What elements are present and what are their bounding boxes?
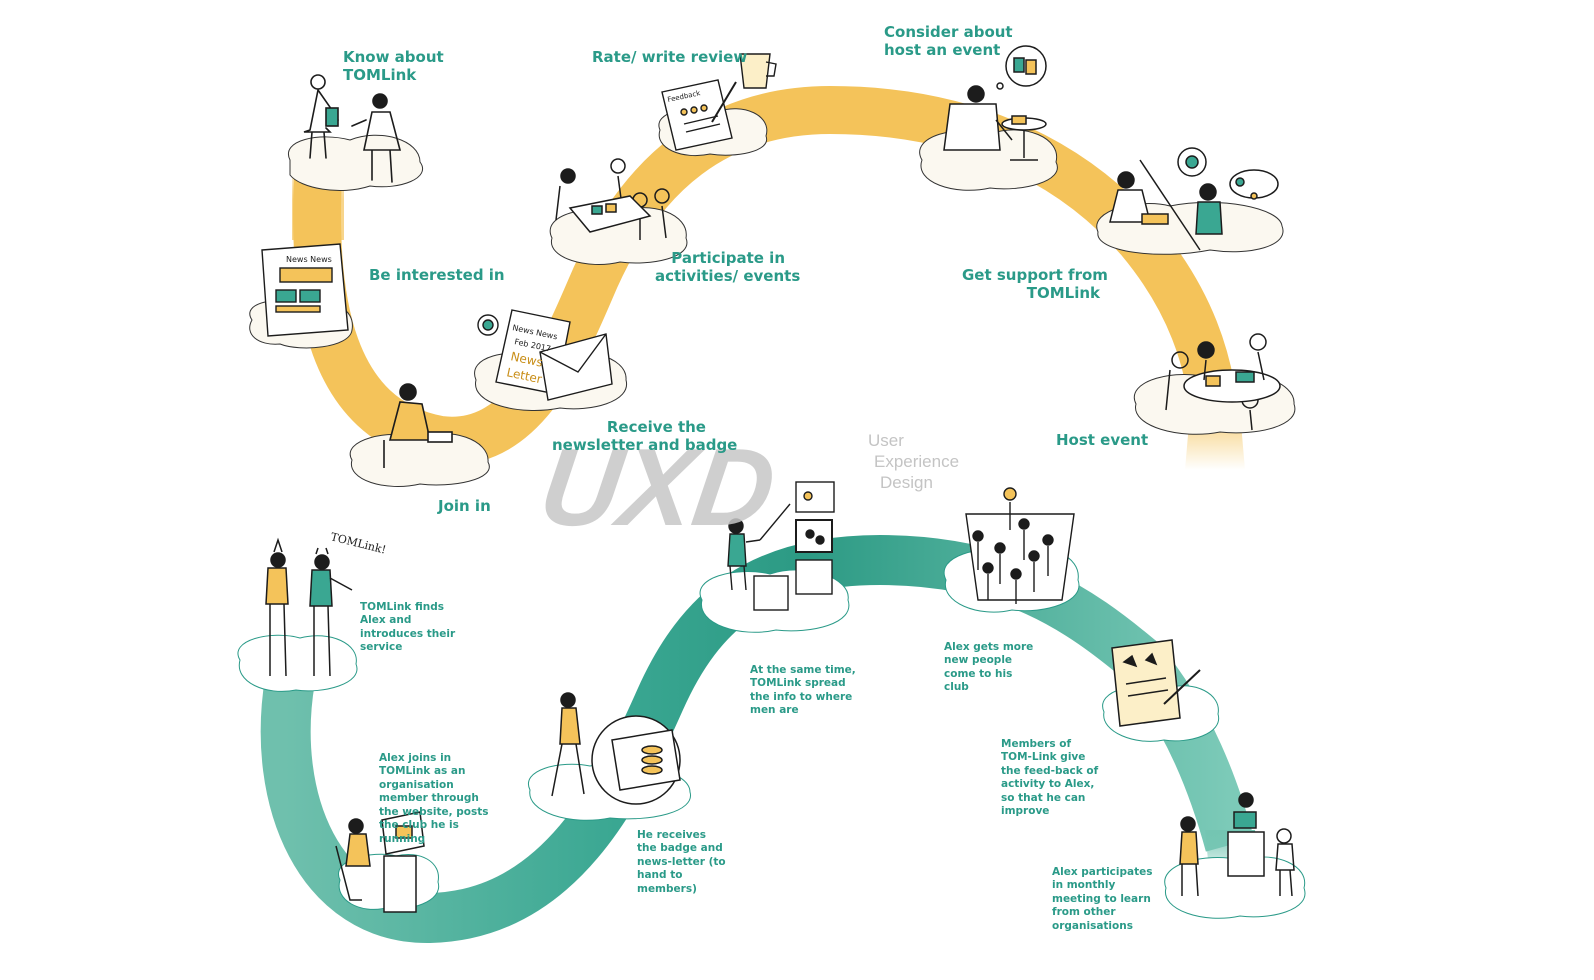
- sketch-feedback-card: [1111, 639, 1201, 727]
- step-label-consider: Consider about host an event: [884, 23, 1013, 59]
- sketch-text-news-header: News News: [286, 255, 332, 264]
- sketch-rate-feedback: Feedback: [661, 53, 777, 151]
- yellow-journey-path: [292, 85, 1245, 470]
- sketch-text-news-title1: News: [509, 349, 544, 369]
- step-label-interested: Be interested in: [369, 266, 505, 284]
- step-label-support: Get support from TOMLink: [962, 266, 1108, 302]
- watermark-line-1: User: [868, 431, 904, 450]
- sketch-spread-info: [727, 481, 835, 611]
- cloud-join: [349, 433, 490, 487]
- sketch-participate-group: [555, 158, 670, 240]
- sketch-join-person: [383, 383, 453, 468]
- sketch-host-meeting: [1165, 333, 1281, 431]
- step-label-spread: At the same time, TOMLink spread the inf…: [750, 664, 856, 717]
- step-label-badge: He receives the badge and news-letter (t…: [637, 829, 726, 895]
- sketch-monthly-meeting: [1179, 792, 1295, 897]
- sketch-finds-alex: TOMLink!: [265, 530, 387, 677]
- watermark-line-2: Experience: [874, 452, 960, 471]
- step-label-meeting: Alex participates in monthly meeting to …: [1052, 866, 1153, 932]
- sketch-more-people: [965, 487, 1075, 604]
- watermark-logo: UXD: [533, 426, 782, 548]
- step-label-know: Know about TOMLink: [343, 48, 444, 84]
- sketch-know-people: [303, 74, 402, 183]
- step-label-feedback: Members of TOM-Link give the feed-back o…: [1001, 738, 1099, 818]
- step-label-join: Join in: [438, 497, 491, 515]
- step-label-participate: Participate in activities/ events: [655, 249, 801, 285]
- step-label-newsletter: Receive the newsletter and badge: [552, 418, 738, 454]
- sketch-support-scene: [1109, 147, 1279, 251]
- sketch-text-speech: TOMLink!: [329, 530, 387, 556]
- sketch-badge-box: [551, 692, 681, 805]
- sketch-interested-paper: News News: [261, 243, 349, 337]
- cloud-know: [287, 134, 423, 191]
- sketch-joins-computer: [335, 811, 425, 913]
- watermark-line-3: Design: [880, 473, 933, 492]
- sketch-newsletter-items: News News Feb 2017 News Letter: [477, 309, 613, 401]
- step-label-joins: Alex joins in TOMLink as an organisation…: [379, 752, 489, 845]
- step-label-finds: TOMLink finds Alex and introduces their …: [360, 601, 456, 654]
- sketch-consider-person: [943, 45, 1047, 161]
- step-label-more-people: Alex gets more new people come to his cl…: [944, 641, 1034, 694]
- step-label-rate: Rate/ write review: [592, 48, 748, 66]
- step-label-host: Host event: [1056, 431, 1149, 449]
